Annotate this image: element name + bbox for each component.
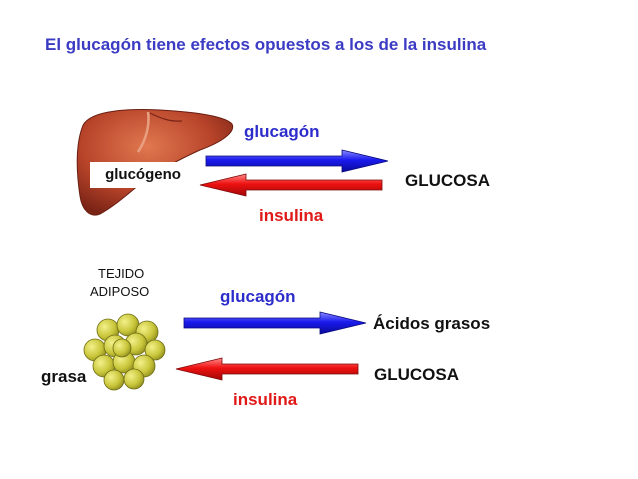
insulin-arrow-liver: [199, 173, 383, 197]
slide-title: El glucagón tiene efectos opuestos a los…: [45, 35, 487, 54]
insulin-label-liver: insulina: [259, 206, 324, 225]
glucagon-arrow-liver: [205, 149, 389, 173]
adipose-tissue-label-line1: TEJIDO: [98, 266, 145, 281]
glucagon-label-liver: glucagón: [244, 122, 320, 141]
fat-label: grasa: [41, 367, 87, 386]
fat-cells-illustration: [83, 313, 166, 391]
glucagon-arrow-adipose: [183, 311, 367, 335]
insulin-label-adipose: insulina: [233, 390, 298, 409]
insulin-arrow-adipose: [175, 357, 359, 381]
glucose-label-liver: GLUCOSA: [405, 171, 490, 190]
adipose-tissue-label-line2: ADIPOSO: [90, 284, 150, 299]
glycogen-label: glucógeno: [90, 162, 196, 188]
fatty-acids-label: Ácidos grasos: [373, 314, 491, 333]
glucose-label-adipose: GLUCOSA: [374, 365, 459, 384]
glucagon-label-adipose: glucagón: [220, 287, 296, 306]
